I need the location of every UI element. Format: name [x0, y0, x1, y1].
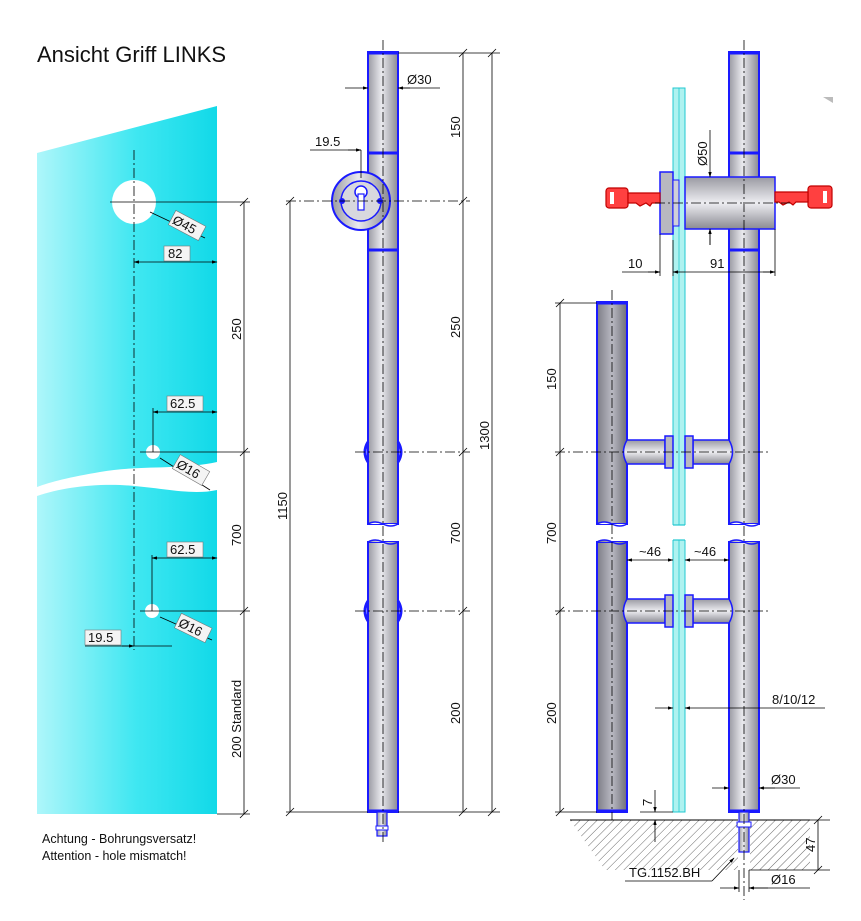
glass-dim-200-standard: 200 Standard [229, 680, 244, 758]
section-dim-700: 700 [544, 522, 559, 544]
side-dim-19-5: 19.5 [315, 134, 340, 149]
section-glass-thickness: 8/10/12 [772, 692, 815, 707]
section-standoff-right: ~46 [694, 544, 716, 559]
section-diameter-30: Ø30 [771, 772, 796, 787]
section-diameter-50: Ø50 [695, 141, 710, 166]
section-dim-150: 150 [544, 368, 559, 390]
glass-dim-62-5-upper: 62.5 [170, 396, 195, 411]
glass-panel-view: 250 700 200 Standard Ø45 82 62.5 Ø16 62.… [37, 106, 250, 863]
corner-marker-icon [823, 97, 833, 103]
section-dim-91: 91 [710, 256, 724, 271]
side-dim-250: 250 [448, 316, 463, 338]
side-diameter-30: Ø30 [407, 72, 432, 87]
side-dim-200: 200 [448, 702, 463, 724]
note-english: Attention - hole mismatch! [42, 849, 187, 863]
handle-section-view: Ø50 10 91 150 700 200 ~46 ~46 8/10/12 [544, 40, 833, 900]
glass-dim-82: 82 [168, 246, 182, 261]
glass-dim-250: 250 [229, 318, 244, 340]
section-dim-47: 47 [803, 838, 818, 852]
section-dim-7: 7 [640, 799, 655, 806]
section-dim-200: 200 [544, 702, 559, 724]
key-right-icon [774, 185, 833, 209]
handle-side-view: Ø30 19.5 150 250 700 200 1300 1150 [275, 40, 500, 845]
drawing-number: TG.1152.BH [629, 865, 700, 880]
note-german: Achtung - Bohrungsversatz! [42, 832, 196, 846]
glass-dim-62-5-lower: 62.5 [170, 542, 195, 557]
side-dim-150: 150 [448, 116, 463, 138]
section-dim-10: 10 [628, 256, 642, 271]
key-left-icon [605, 187, 661, 209]
section-diameter-16: Ø16 [771, 872, 796, 887]
glass-dim-700: 700 [229, 524, 244, 546]
drawing-title: Ansicht Griff LINKS [37, 42, 226, 67]
glass-dim-19-5: 19.5 [88, 630, 113, 645]
side-dim-1150: 1150 [275, 492, 290, 520]
side-dim-1300: 1300 [477, 421, 492, 450]
side-dim-700: 700 [448, 522, 463, 544]
glass-panel-upper [37, 106, 217, 487]
glass-panel-lower [37, 484, 217, 814]
section-standoff-left: ~46 [639, 544, 661, 559]
